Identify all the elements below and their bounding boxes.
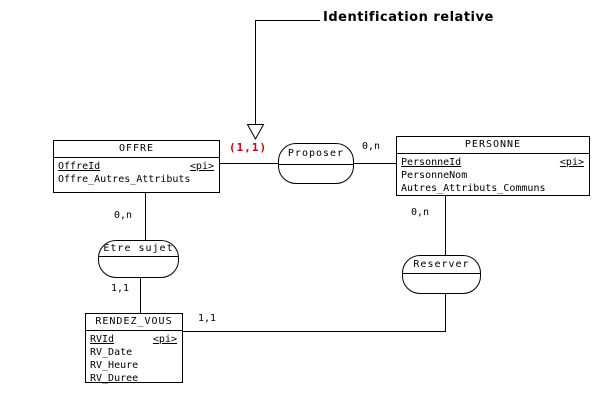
attribute-name: RV_Duree (90, 373, 139, 384)
attribute-name: Offre_Autres_Attributs (58, 174, 191, 185)
attribute-row: RVId <pi> (90, 333, 177, 346)
attribute-row: Offre_Autres_Attributs (58, 173, 214, 186)
relationship-etre-sujet[interactable]: Etre sujet (98, 240, 179, 278)
cardinality-offre-etre-sujet: 0,n (114, 210, 133, 221)
entity-offre-title: OFFRE (54, 141, 219, 158)
link-rendez-vous-reserver (183, 294, 446, 332)
relationship-divider (279, 164, 353, 165)
relationship-etre-sujet-label: Etre sujet (103, 243, 174, 254)
attribute-row: Autres_Attributs_Communs (401, 182, 584, 195)
cardinality-personne-reserver: 0,n (411, 207, 430, 218)
attribute-row: PersonneNom (401, 169, 584, 182)
entity-personne-attributes: PersonneId <pi> PersonneNom Autres_Attri… (397, 154, 589, 195)
attribute-name: RV_Date (90, 347, 133, 358)
attribute-name: RV_Heure (90, 360, 139, 371)
attribute-name: PersonneId (401, 157, 462, 168)
relationship-proposer-label: Proposer (287, 148, 345, 159)
primary-key-tag: <pi> (189, 161, 214, 172)
attribute-name: RVId (90, 334, 115, 345)
cardinality-offre-proposer: (1,1) (229, 141, 268, 154)
cardinality-rendez-vous-reserver: 1,1 (198, 313, 217, 324)
entity-rendez-vous[interactable]: RENDEZ_VOUS RVId <pi> RV_Date RV_Heure R… (85, 313, 183, 385)
entity-offre-attributes: OffreId <pi> Offre_Autres_Attributs (54, 158, 219, 186)
attribute-name: PersonneNom (401, 170, 468, 181)
attribute-name: OffreId (58, 161, 101, 172)
relationship-reserver[interactable]: Reserver (402, 255, 481, 294)
entity-personne-title: PERSONNE (397, 137, 589, 154)
relationship-reserver-label: Reserver (413, 259, 470, 270)
attribute-row: PersonneId <pi> (401, 156, 584, 169)
relationship-proposer[interactable]: Proposer (278, 143, 354, 184)
relationship-divider (403, 273, 480, 274)
entity-rendez-vous-title: RENDEZ_VOUS (86, 314, 182, 331)
attribute-row: OffreId <pi> (58, 160, 214, 173)
annotation-label: Identification relative (323, 10, 494, 25)
primary-key-tag: <pi> (152, 334, 177, 345)
annotation-arrowhead-icon (246, 124, 265, 141)
attribute-name: Autres_Attributs_Communs (401, 183, 546, 194)
entity-personne[interactable]: PERSONNE PersonneId <pi> PersonneNom Aut… (396, 136, 590, 196)
primary-key-tag: <pi> (559, 157, 584, 168)
entity-rendez-vous-attributes: RVId <pi> RV_Date RV_Heure RV_Duree (86, 331, 182, 385)
attribute-row: RV_Duree (90, 372, 177, 385)
relationship-divider (99, 256, 178, 257)
attribute-row: RV_Heure (90, 359, 177, 372)
cardinality-proposer-personne: 0,n (362, 141, 381, 152)
annotation-leader-line (255, 20, 320, 124)
attribute-row: RV_Date (90, 346, 177, 359)
cardinality-etre-sujet-rendez-vous: 1,1 (111, 283, 130, 294)
entity-offre[interactable]: OFFRE OffreId <pi> Offre_Autres_Attribut… (53, 140, 220, 193)
